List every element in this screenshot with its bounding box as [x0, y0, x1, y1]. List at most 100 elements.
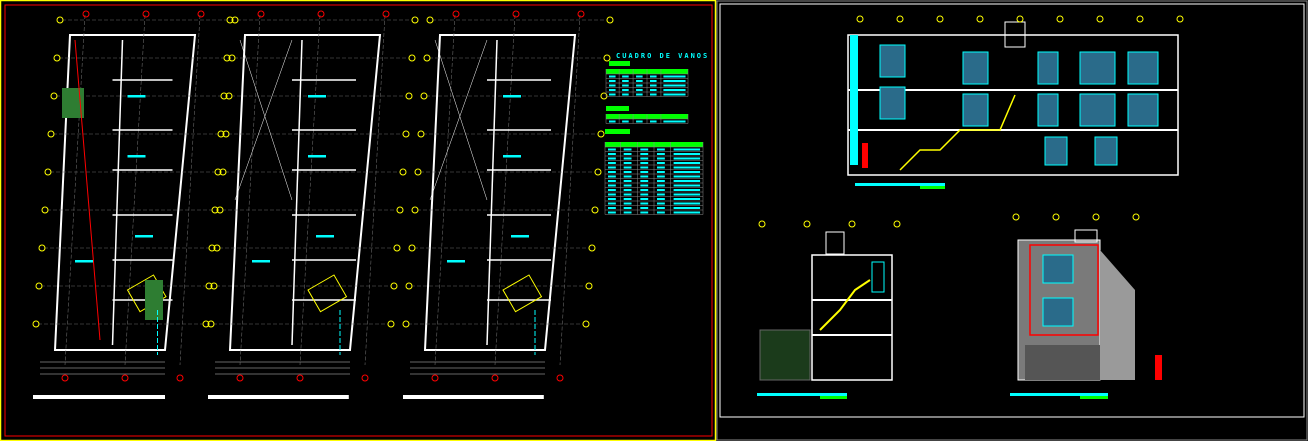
axis-bubble	[606, 16, 614, 24]
axis-bubble	[211, 206, 219, 214]
axis-bubble	[382, 10, 390, 18]
table-cell	[623, 180, 632, 182]
table-cell	[673, 198, 701, 200]
table-cell	[673, 171, 701, 173]
table-cell	[608, 175, 616, 178]
schedule-label-3	[605, 129, 630, 134]
table-cell	[650, 80, 657, 82]
table-cell	[673, 193, 701, 196]
plan-title-bar	[403, 395, 544, 399]
axis-bubble	[56, 16, 64, 24]
table-cell	[657, 202, 665, 205]
table-cell	[608, 180, 616, 182]
grid-axis	[179, 14, 201, 366]
right-sheet-border	[716, 0, 1308, 441]
axis-bubble	[585, 282, 593, 290]
left-sheet-border	[0, 0, 717, 441]
axis-bubble	[603, 54, 611, 62]
table-cell	[636, 93, 643, 96]
axis-bubble	[414, 168, 422, 176]
table-cell	[640, 166, 649, 169]
table-cell	[640, 207, 649, 209]
table-cell	[623, 184, 632, 187]
table-cell	[663, 89, 686, 91]
grid-axis	[434, 14, 456, 366]
table-cell	[636, 89, 643, 91]
stair	[502, 274, 543, 313]
axis-bubble	[44, 168, 52, 176]
garden-wall	[759, 329, 811, 381]
window	[879, 86, 906, 120]
window	[1079, 51, 1116, 85]
table-cell	[673, 148, 701, 151]
plan-title-bar	[33, 395, 165, 399]
room-label	[127, 155, 146, 158]
axis-bubble	[361, 374, 369, 382]
axis-bubble	[582, 320, 590, 328]
void-cross	[239, 39, 293, 201]
table-cell	[657, 193, 665, 196]
table-cell	[663, 75, 686, 78]
window	[962, 93, 989, 127]
axis-bubble	[396, 206, 404, 214]
stair	[899, 94, 1016, 171]
garden	[62, 88, 84, 118]
table-cell	[640, 157, 649, 160]
table-cell	[623, 189, 632, 191]
stair	[307, 274, 348, 313]
axis-bubble	[399, 168, 407, 176]
table-cell	[640, 175, 649, 178]
table-cell	[657, 180, 665, 182]
human-figure	[1155, 355, 1162, 380]
table-cell	[608, 171, 616, 173]
window	[879, 44, 906, 78]
table-cell	[640, 193, 649, 196]
table-cell	[623, 171, 632, 173]
void-cross	[234, 39, 293, 201]
interior-wall	[291, 39, 303, 346]
table-cell	[663, 120, 686, 123]
axis-bubble	[423, 54, 431, 62]
water-tank	[1074, 229, 1098, 243]
table-cell	[640, 184, 649, 187]
axis-bubble	[402, 130, 410, 138]
grid-axis	[124, 14, 146, 366]
table-cell	[663, 93, 686, 96]
room-label	[135, 235, 153, 238]
title-bar	[920, 186, 945, 189]
axis-bubble	[197, 10, 205, 18]
title-bar	[757, 393, 847, 396]
table-cell	[608, 162, 616, 164]
room-label	[308, 95, 326, 98]
plan-outline	[228, 34, 382, 351]
table-cell	[657, 184, 665, 187]
schedule-label-2	[606, 106, 629, 111]
table-cell	[650, 120, 657, 123]
axis-bubble	[142, 10, 150, 18]
axis-bubble	[213, 244, 221, 252]
table-cell	[608, 193, 616, 196]
table-cell	[622, 84, 629, 87]
table-cell	[657, 198, 665, 200]
axis-bubble	[121, 374, 129, 382]
window	[871, 261, 885, 293]
axis-bubble	[1056, 15, 1064, 23]
table-cell	[636, 75, 643, 78]
axis-bubble	[408, 244, 416, 252]
plan-outline	[423, 34, 577, 351]
axis-bubble	[594, 168, 602, 176]
axis-bubble	[1012, 213, 1020, 221]
table-cell	[623, 153, 632, 155]
facade-column	[850, 35, 858, 165]
axis-bubble	[591, 206, 599, 214]
axis-bubble	[176, 374, 184, 382]
title-bar	[855, 183, 945, 186]
water-tank	[1004, 21, 1026, 48]
axis-bubble	[393, 244, 401, 252]
axis-bubble	[405, 282, 413, 290]
axis-bubble	[390, 282, 398, 290]
axis-bubble	[207, 320, 215, 328]
table-cell	[609, 89, 616, 91]
window	[1037, 51, 1059, 85]
